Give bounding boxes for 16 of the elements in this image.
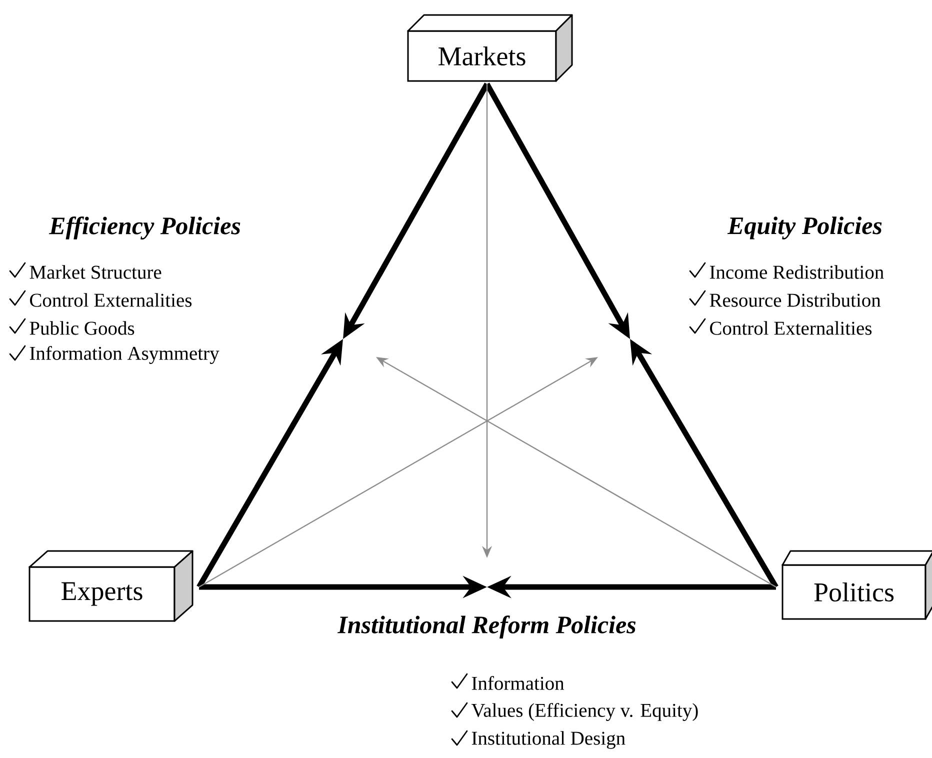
policy-heading: Efficiency Policies xyxy=(48,216,240,240)
box: Politics xyxy=(782,550,932,620)
box: Markets xyxy=(407,14,573,82)
checklist-item: Institutional Design xyxy=(472,731,626,749)
checklist-item: Market Structure xyxy=(30,265,162,279)
checklist-item: Resource Distribution xyxy=(710,293,881,307)
checklist-item: Information xyxy=(472,676,564,690)
checklist-item: Values (Efficiency v. Equity) xyxy=(471,703,698,721)
checklist-item: Control Externalities xyxy=(30,293,192,307)
checklist-item: Income Redistribution xyxy=(710,265,884,279)
checklist-item: Information Asymmetry xyxy=(30,346,220,364)
checklist-item: Public Goods xyxy=(30,321,134,335)
policy-heading: Institutional Reform Policies xyxy=(337,616,636,638)
policy-heading: Equity Policies xyxy=(727,216,882,240)
box: Experts xyxy=(28,550,194,622)
checklist-item: Control Externalities xyxy=(710,321,872,335)
